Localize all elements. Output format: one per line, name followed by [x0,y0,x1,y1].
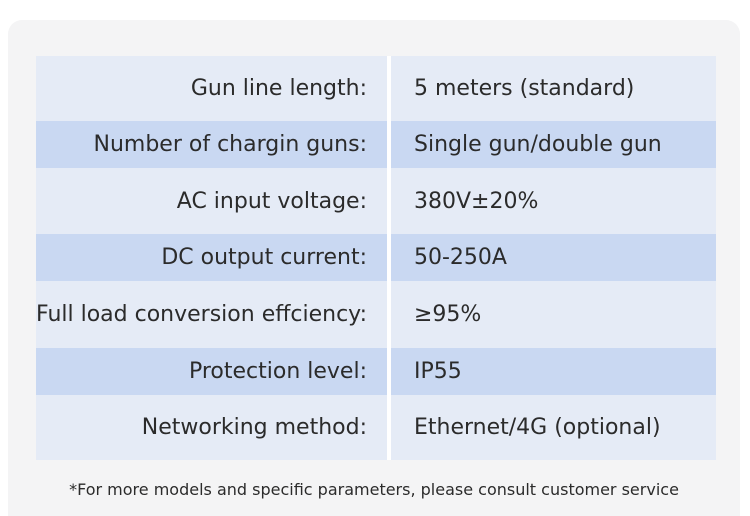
spec-table: Gun line length: 5 meters (standard) Num… [36,56,716,460]
column-divider [387,168,391,234]
column-divider [387,121,391,168]
spec-value: Ethernet/4G (optional) [414,415,661,440]
column-divider [387,395,391,460]
spec-value: ≥95% [414,302,482,327]
spec-label: AC input voltage: [176,188,367,214]
column-divider [387,348,391,395]
spec-row-protection-level: Protection level: IP55 [36,348,716,395]
footnote: *For more models and specific parameters… [69,480,679,499]
spec-row-dc-output-current: DC output current: 50-250A [36,234,716,281]
spec-row-networking-method: Networking method: Ethernet/4G (optional… [36,395,716,460]
spec-row-conversion-efficiency: Full load conversion effciency: ≥95% [36,281,716,348]
spec-label: Gun line length: [190,76,367,101]
column-divider [387,56,391,121]
spec-label: Full load conversion effciency: [36,302,367,327]
spec-label: Protection level: [188,359,367,384]
spec-row-ac-input-voltage: AC input voltage: 380V±20% [36,168,716,234]
column-divider [387,234,391,281]
spec-value: 50-250A [414,245,507,270]
spec-row-gun-line-length: Gun line length: 5 meters (standard) [36,56,716,121]
spec-row-charging-guns: Number of chargin guns: Single gun/doubl… [36,121,716,168]
column-divider [387,281,391,348]
spec-value: Single gun/double gun [414,132,662,157]
spec-value: IP55 [414,359,462,384]
spec-label: Number of chargin guns: [93,132,368,157]
spec-label: Networking method: [141,415,367,440]
spec-value: 5 meters (standard) [414,76,635,101]
spec-value: 380V±20% [414,188,539,214]
spec-label: DC output current: [161,245,367,270]
